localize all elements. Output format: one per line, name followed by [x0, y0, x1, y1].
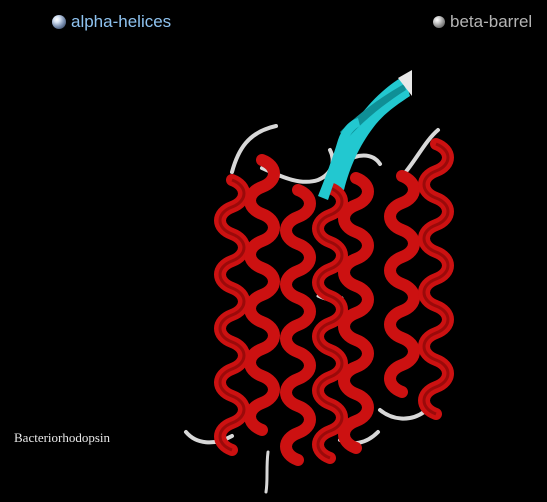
beta-strand-crossing [318, 118, 360, 200]
radio-sphere-icon[interactable] [433, 16, 445, 28]
beta-barrel-option[interactable]: beta-barrel [433, 10, 532, 34]
alpha-helices-option[interactable]: alpha-helices [52, 10, 171, 34]
radio-sphere-icon[interactable] [52, 15, 66, 29]
beta-barrel-label[interactable]: beta-barrel [450, 12, 533, 31]
molecule-caption: Bacteriorhodopsin [14, 430, 111, 445]
beta-sheet-front [318, 118, 360, 200]
loop-bottom-left [184, 430, 234, 445]
loop-right-top [402, 128, 440, 176]
loop-bottom-tail [264, 450, 270, 494]
helix-2 [244, 154, 280, 436]
helix-6 [384, 170, 420, 398]
alpha-helices-label[interactable]: alpha-helices [71, 12, 172, 31]
helix-5 [338, 172, 374, 454]
helix-shading [218, 142, 450, 460]
helix-3 [280, 184, 316, 466]
beta-hairpin [328, 76, 410, 190]
loop-bottom-right [378, 408, 426, 421]
loop-top-left [230, 124, 278, 174]
beta-tip [398, 70, 412, 96]
